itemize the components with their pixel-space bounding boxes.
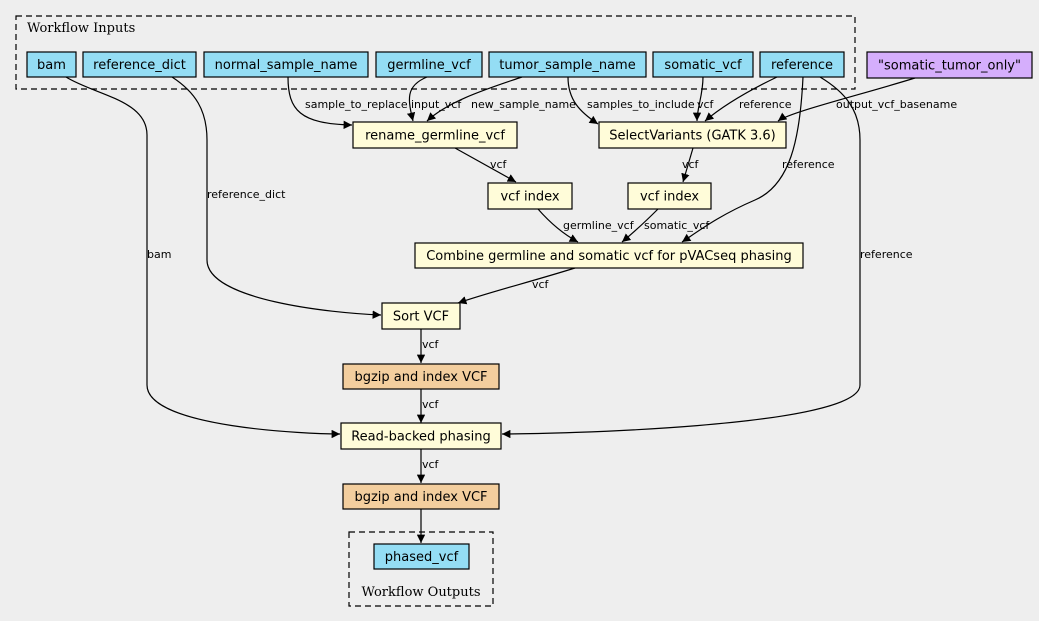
edge-index1-to-combine bbox=[537, 208, 579, 243]
step-node-vcf-index-germline[interactable]: vcf index bbox=[487, 182, 573, 210]
edge-label-vcf-bgzip-phasing: vcf bbox=[422, 398, 440, 411]
edge-select-to-index2 bbox=[681, 147, 694, 183]
input-label-bam: bam bbox=[37, 58, 66, 73]
constant-node-somatic-tumor-only[interactable]: "somatic_tumor_only" bbox=[866, 51, 1033, 79]
edge-label-vcf-rename-index: vcf bbox=[490, 158, 508, 171]
step-label-index2: vcf index bbox=[640, 190, 699, 205]
edge-label-reference-combine: reference bbox=[782, 158, 835, 171]
input-node-tumor-sample-name[interactable]: tumor_sample_name bbox=[488, 51, 647, 78]
edge-label-germline-vcf: germline_vcf bbox=[563, 219, 635, 232]
constant-label: "somatic_tumor_only" bbox=[878, 59, 1021, 74]
workflow-outputs-label: Workflow Outputs bbox=[362, 585, 481, 600]
input-label-reference: reference bbox=[771, 58, 833, 73]
workflow-inputs-cluster: Workflow Inputs bbox=[15, 15, 856, 90]
step-node-select-variants[interactable]: SelectVariants (GATK 3.6) bbox=[598, 121, 787, 149]
input-node-bam[interactable]: bam bbox=[26, 51, 77, 78]
edge-reference-to-phasing bbox=[501, 76, 861, 439]
edge-label-sample-to-replace: sample_to_replace bbox=[305, 98, 408, 111]
edge-label-vcf-select-index: vcf bbox=[682, 158, 700, 171]
step-label-index1: vcf index bbox=[500, 190, 559, 205]
edge-label-new-sample-name: new_sample_name bbox=[471, 98, 576, 111]
step-node-sort-vcf[interactable]: Sort VCF bbox=[381, 302, 461, 330]
edge-label-reference-phasing: reference bbox=[860, 248, 913, 261]
step-label-select: SelectVariants (GATK 3.6) bbox=[609, 129, 776, 144]
step-node-combine-vcf[interactable]: Combine germline and somatic vcf for pVA… bbox=[414, 242, 804, 269]
step-node-vcf-index-somatic[interactable]: vcf index bbox=[627, 182, 712, 210]
edge-germline-to-rename bbox=[406, 76, 428, 122]
step-node-rename-germline-vcf[interactable]: rename_germline_vcf bbox=[352, 121, 518, 149]
edge-label-vcf-combine-sort: vcf bbox=[532, 278, 550, 291]
input-node-normal-sample-name[interactable]: normal_sample_name bbox=[203, 51, 369, 78]
edge-label-reference-dict: reference_dict bbox=[207, 188, 286, 201]
input-node-germline-vcf[interactable]: germline_vcf bbox=[375, 51, 483, 78]
input-label-tumor-sample-name: tumor_sample_name bbox=[499, 58, 635, 73]
input-node-somatic-vcf[interactable]: somatic_vcf bbox=[652, 51, 754, 78]
edge-label-output-vcf-basename: output_vcf_basename bbox=[836, 98, 957, 111]
step-label-combine: Combine germline and somatic vcf for pVA… bbox=[426, 249, 792, 264]
edge-label-vcf-phasing-bgzip: vcf bbox=[422, 458, 440, 471]
subworkflow-node-bgzip-index-2[interactable]: bgzip and index VCF bbox=[342, 483, 500, 510]
edge-combine-to-sort bbox=[457, 267, 576, 305]
edge-label-somatic-vcf: somatic_vcf bbox=[644, 219, 710, 232]
edge-tumor-to-select bbox=[567, 76, 599, 125]
input-node-reference-dict[interactable]: reference_dict bbox=[82, 51, 197, 78]
edge-label-samples-to-include: samples_to_include bbox=[587, 98, 695, 111]
edge-label-input-vcf: input_vcf bbox=[411, 98, 462, 111]
edge-reference-to-select bbox=[704, 76, 778, 122]
output-node-phased-vcf[interactable]: phased_vcf bbox=[373, 543, 470, 570]
input-label-germline-vcf: germline_vcf bbox=[387, 58, 471, 73]
edge-somatic-to-select bbox=[692, 76, 704, 122]
edge-reference-to-combine bbox=[681, 76, 804, 243]
edge-refdict-to-sort bbox=[171, 76, 382, 319]
edge-label-vcf-sort-bgzip: vcf bbox=[422, 338, 440, 351]
edge-tumor-to-rename bbox=[426, 76, 523, 122]
output-label-phased-vcf: phased_vcf bbox=[385, 550, 459, 565]
input-node-reference[interactable]: reference bbox=[759, 51, 845, 78]
step-node-read-backed-phasing[interactable]: Read-backed phasing bbox=[340, 422, 502, 450]
edge-index2-to-combine bbox=[621, 208, 659, 243]
step-label-bgzip2: bgzip and index VCF bbox=[354, 490, 487, 505]
edge-label-vcf-somatic: vcf bbox=[697, 98, 715, 111]
subworkflow-node-bgzip-index-1[interactable]: bgzip and index VCF bbox=[342, 363, 500, 390]
edge-rename-to-index1 bbox=[454, 147, 517, 183]
edges bbox=[65, 76, 916, 543]
step-label-rename: rename_germline_vcf bbox=[365, 129, 505, 144]
edge-labels: sample_to_replace input_vcf new_sample_n… bbox=[147, 98, 957, 471]
input-label-reference-dict: reference_dict bbox=[93, 58, 186, 73]
input-label-somatic-vcf: somatic_vcf bbox=[664, 58, 742, 73]
edge-constant-to-select bbox=[777, 77, 916, 122]
step-label-phasing: Read-backed phasing bbox=[351, 430, 491, 445]
edge-label-bam: bam bbox=[147, 248, 171, 261]
edge-normal-to-rename bbox=[287, 76, 353, 130]
workflow-inputs-label: Workflow Inputs bbox=[27, 21, 135, 36]
edge-bam-to-phasing bbox=[65, 76, 341, 439]
input-label-normal-sample-name: normal_sample_name bbox=[215, 58, 358, 73]
step-label-sort: Sort VCF bbox=[393, 310, 449, 325]
step-label-bgzip1: bgzip and index VCF bbox=[354, 370, 487, 385]
edge-label-reference-select: reference bbox=[739, 98, 792, 111]
